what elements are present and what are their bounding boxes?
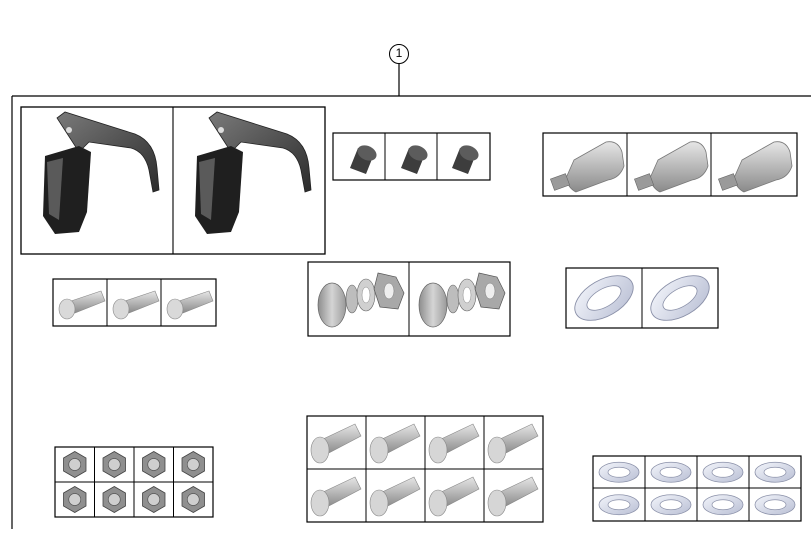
flat-washer-icon — [598, 461, 640, 483]
hex-bolt-icon — [369, 423, 421, 464]
flat-washer-icon — [754, 494, 796, 516]
flat-head-screw-icon — [350, 145, 377, 174]
hex-nut-icon — [142, 486, 166, 513]
hex-bolt-icon — [487, 423, 539, 464]
hinge-pin-cylinder-icon — [634, 141, 709, 193]
lever-latch-icon — [43, 111, 160, 234]
flat-head-screw-icon — [452, 145, 479, 174]
hex-nut-icon — [181, 486, 205, 513]
shoulder-bolt-icon — [112, 290, 160, 320]
hinge-pin-cylinder-icon — [550, 141, 625, 193]
flat-washer-icon — [650, 275, 710, 321]
flat-washer-icon — [650, 494, 692, 516]
group-hex-nut — [54, 446, 214, 518]
hex-nut-icon — [102, 451, 126, 478]
hex-nut-icon — [63, 451, 87, 478]
flat-washer-icon — [574, 275, 634, 321]
flat-washer-icon — [702, 494, 744, 516]
flat-head-screw-icon — [401, 145, 428, 174]
group-flat-washer-small — [592, 455, 802, 522]
hex-bolt-icon — [487, 476, 539, 517]
flat-washer-icon — [650, 461, 692, 483]
hex-bolt-icon — [428, 476, 480, 517]
hex-nut-icon — [102, 486, 126, 513]
group-bolt-washer-nut-set — [307, 261, 511, 337]
shoulder-bolt-icon — [58, 290, 106, 320]
hex-bolt-icon — [310, 423, 362, 464]
flat-washer-icon — [702, 461, 744, 483]
hex-bolt-icon — [369, 476, 421, 517]
hex-bolt-icon — [428, 423, 480, 464]
shoulder-bolt-icon — [166, 290, 214, 320]
group-hex-bolt — [306, 415, 544, 523]
flat-washer-icon — [598, 494, 640, 516]
small-washer-grid — [598, 461, 796, 516]
hex-nut-icon — [63, 486, 87, 513]
bolt-washer-nut-icon — [317, 272, 405, 328]
hex-nut-icon — [181, 451, 205, 478]
group-flat-washer-large — [565, 267, 719, 329]
bolt-washer-nut-icon — [418, 272, 506, 328]
hex-bolt-icon — [310, 476, 362, 517]
hex-bolt-grid — [310, 423, 539, 517]
group-shoulder-bolt — [52, 278, 217, 327]
group-lever-latch — [20, 106, 326, 255]
lever-latch-icon — [195, 111, 312, 234]
flat-washer-icon — [754, 461, 796, 483]
hex-nut-grid — [63, 451, 205, 513]
group-hinge-pin-cylinder — [542, 132, 798, 197]
callout-number: 1 — [389, 44, 409, 64]
hex-nut-icon — [142, 451, 166, 478]
hinge-pin-cylinder-icon — [718, 141, 793, 193]
group-flat-head-screw — [332, 132, 491, 181]
